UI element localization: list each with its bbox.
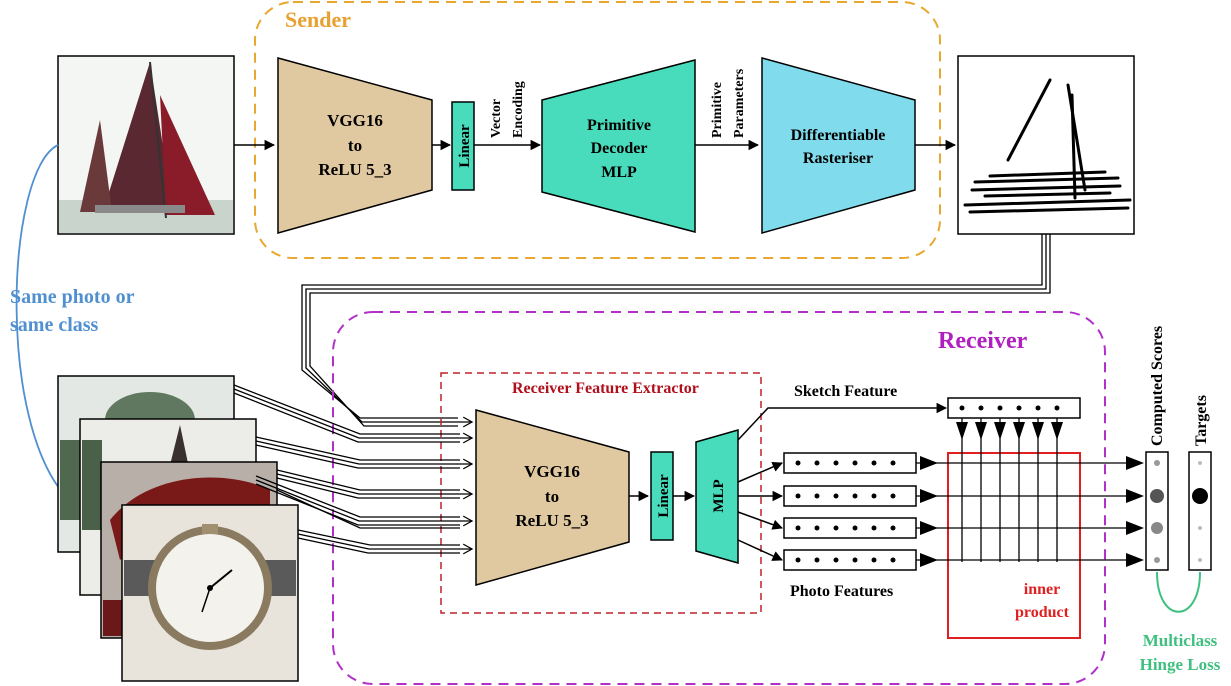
sender-linear-block [451, 101, 475, 191]
receiver-vgg-line1: VGG16 [524, 462, 580, 481]
sketch-to-receiver-connector [301, 234, 1051, 428]
photo-feature-vectors [783, 452, 917, 571]
sketch-feature-label: Sketch Feature [794, 383, 897, 400]
loss-line2: Hinge Loss [1140, 655, 1221, 674]
photo-feature-vector [783, 549, 917, 571]
receiver-extractor-title: Receiver Feature Extractor [512, 380, 699, 397]
side-note-line2: same class [10, 314, 99, 336]
sender-vgg-block [277, 57, 433, 234]
rasteriser-block [761, 57, 916, 234]
sender-vgg-line2: to [348, 136, 362, 155]
candidate-photo-4 [121, 504, 299, 682]
primitive-parameters-line1: Primitive [710, 82, 725, 138]
photo-feature-vector [783, 485, 917, 507]
decoder-line2: Decoder [591, 140, 648, 157]
receiver-vgg-block [475, 409, 630, 586]
sender-input-photo [57, 55, 235, 235]
receiver-linear-label: Linear [656, 474, 672, 518]
targets-label: Targets [1193, 395, 1210, 446]
photo-feature-vector [783, 452, 917, 474]
receiver-feature-extractor-region [440, 372, 762, 614]
same-photo-arrow [15, 144, 77, 507]
receiver-vgg-line3: ReLU 5_3 [515, 511, 588, 530]
receiver-title: Receiver [938, 328, 1028, 354]
vector-encoding-line1: Vector [489, 99, 504, 138]
loss-line1: Multiclass [1143, 631, 1218, 650]
side-note-line1: Same photo or [10, 286, 135, 308]
sender-linear-label: Linear [457, 124, 473, 168]
primitive-decoder-block [541, 59, 696, 233]
output-sketch [957, 55, 1135, 235]
rasteriser-line2: Rasteriser [803, 150, 873, 167]
mlp-output-arrows [737, 402, 948, 561]
inner-product-grid [916, 418, 1144, 639]
targets-column [1188, 451, 1212, 571]
vector-encoding-line2: Encoding [511, 81, 526, 138]
receiver-region [332, 311, 1106, 685]
sender-title: Sender [285, 7, 351, 32]
photo-feature-vector [783, 517, 917, 539]
inner-product-line1: inner [1024, 581, 1060, 598]
sender-region [254, 1, 941, 259]
inner-product-line2: product [1015, 604, 1070, 621]
rasteriser-line1: Differentiable [791, 127, 886, 144]
receiver-mlp-block [695, 429, 739, 564]
primitive-parameters-line2: Parameters [732, 68, 747, 138]
sender-vgg-line1: VGG16 [327, 111, 383, 130]
decoder-line1: Primitive [587, 117, 651, 134]
sender-vgg-line3: ReLU 5_3 [318, 160, 391, 179]
receiver-mlp-label: MLP [711, 479, 727, 512]
sketch-feature-vector [947, 397, 1081, 419]
photo-features-label: Photo Features [790, 583, 893, 600]
receiver-vgg-line2: to [545, 487, 559, 506]
hinge-loss-connector [1156, 571, 1201, 613]
photo-to-receiver-connectors [233, 384, 474, 555]
computed-scores-column [1145, 451, 1169, 571]
decoder-line3: MLP [601, 164, 637, 181]
computed-scores-label: Computed Scores [1149, 326, 1166, 446]
